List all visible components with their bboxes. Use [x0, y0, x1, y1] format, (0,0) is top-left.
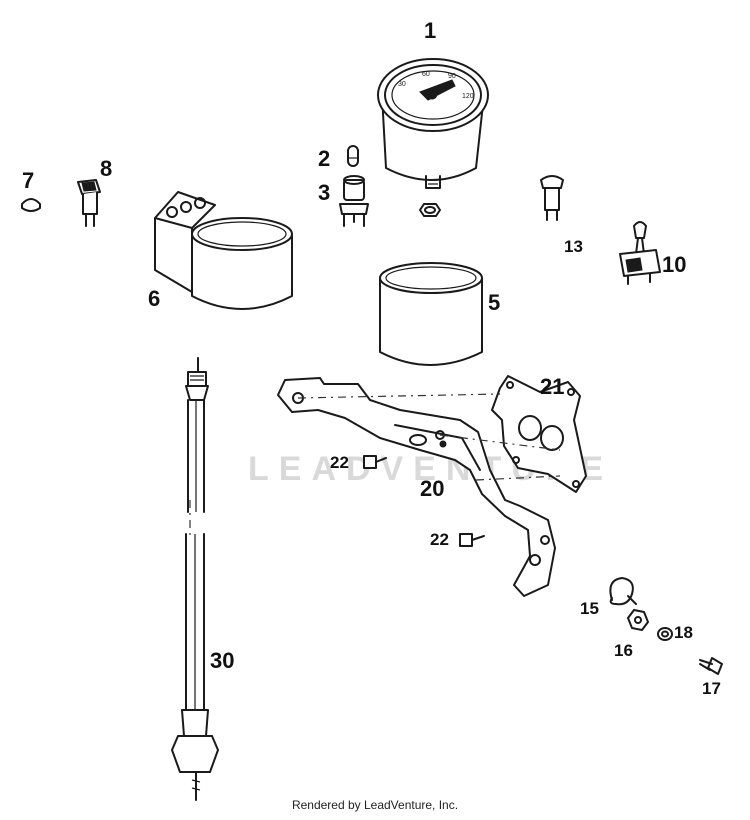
callout-16: 16: [614, 641, 633, 660]
callout-8: 8: [100, 156, 112, 181]
callout-21: 21: [540, 374, 564, 399]
washer-part-18: [657, 627, 673, 641]
speedometer[interactable]: 30 60 90 120: [377, 58, 489, 189]
callout-15: 15: [580, 599, 599, 618]
bulb-socket-part-3: [339, 175, 369, 227]
gauge-cup-part-5: [379, 262, 483, 366]
callout-2: 2: [318, 146, 330, 171]
center-lines: [189, 393, 561, 540]
speedometer-cable-part-30[interactable]: [171, 357, 219, 801]
callout-17: 17: [702, 679, 721, 698]
gauge-housing-part-6: [154, 191, 293, 310]
callout-3: 3: [318, 180, 330, 205]
callout-30: 30: [210, 648, 234, 673]
callout-7: 7: [22, 168, 34, 193]
footer-credit: Rendered by LeadVenture, Inc.: [291, 798, 459, 812]
gauge-mark: 30: [398, 81, 406, 88]
callout-20: 20: [420, 476, 444, 501]
screw-part-22-upper: [363, 455, 387, 469]
gasket-part-21: [491, 375, 587, 493]
nut-part-16: [627, 609, 649, 631]
cap-part-7: [21, 198, 41, 212]
bulb-part-2: [347, 145, 359, 167]
gauge-mark: 60: [422, 71, 430, 78]
gauge-nut: [419, 203, 441, 217]
indicator-lamp-part-8: [77, 179, 101, 227]
gauge-mark: 120: [462, 93, 474, 100]
bolt-part-17: [699, 657, 723, 675]
callout-22-lower: 22: [430, 530, 449, 549]
callout-1: 1: [424, 18, 436, 43]
callout-22-upper: 22: [330, 453, 349, 472]
callout-5: 5: [488, 290, 500, 315]
lamp-holder-part-13: [540, 175, 564, 221]
callout-10: 10: [662, 252, 686, 277]
switch-part-10: [619, 221, 661, 285]
callout-13: 13: [564, 237, 583, 256]
callout-18: 18: [674, 623, 693, 642]
callouts: 1 2 3 5 6 7 8 10 13 15 16 17 18 20 21 22…: [22, 18, 721, 698]
callout-6: 6: [148, 286, 160, 311]
screw-part-22-lower: [459, 533, 485, 547]
clamp-part-15: [609, 577, 637, 606]
gauge-mark: 90: [448, 73, 456, 80]
